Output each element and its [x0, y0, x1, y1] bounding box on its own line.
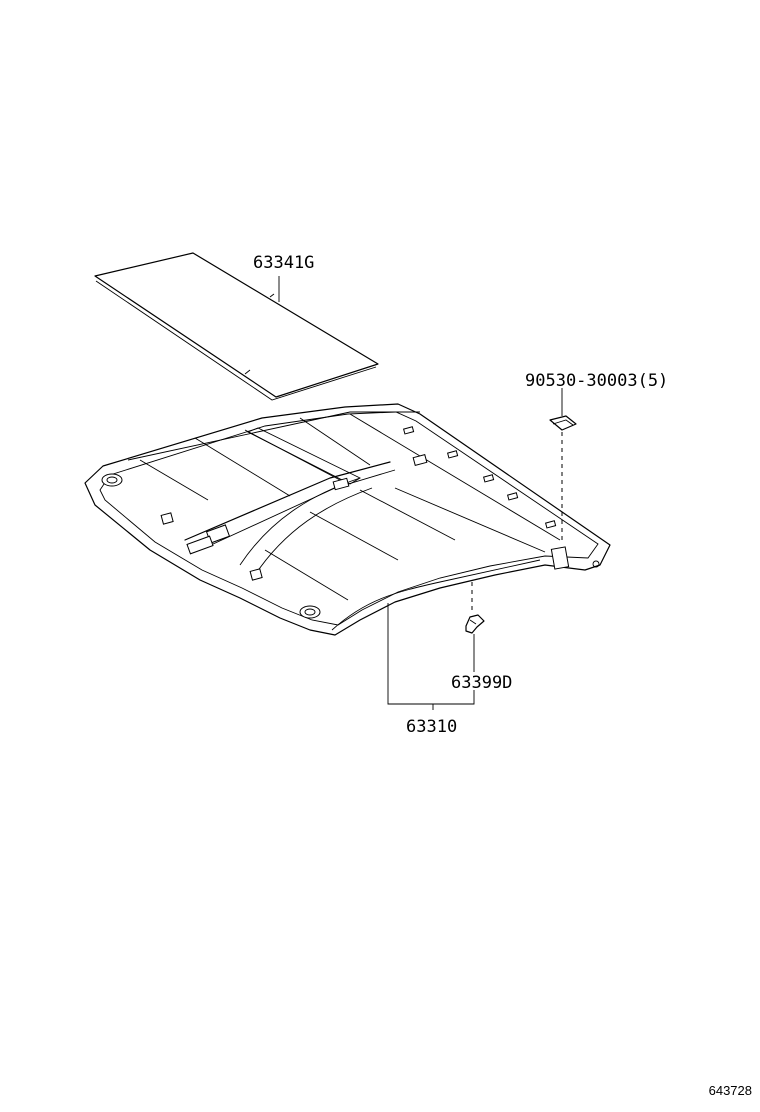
- clip-63399d-drawing: [465, 614, 485, 634]
- leader-lines: [278, 276, 563, 710]
- panel-63341g-drawing: [94, 252, 379, 401]
- label-63341g: 63341G: [253, 253, 314, 273]
- headliner-63310-drawing: [84, 403, 611, 636]
- figure-number: 643728: [708, 1083, 752, 1098]
- clip-90530-drawing: [549, 415, 577, 431]
- label-63399d: 63399D: [451, 673, 512, 693]
- label-63310: 63310: [406, 717, 457, 737]
- label-90530-30003: 90530-30003(5): [525, 371, 668, 391]
